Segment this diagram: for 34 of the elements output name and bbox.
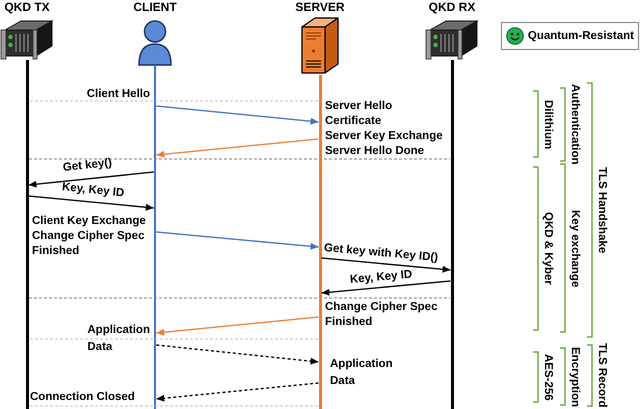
participant-name: QKD RX [428, 0, 476, 15]
edge-label: Client Hello [86, 87, 150, 102]
bracket-label: Dilithium [541, 100, 554, 149]
edge-label: Application Data [87, 323, 150, 355]
arrow [156, 138, 319, 158]
edge-label: Key, Key ID [349, 268, 413, 288]
dashed-arrow [156, 344, 319, 365]
arrow [156, 316, 319, 336]
edge-label: Get key() [62, 156, 113, 176]
bracket-label: Key exchange [568, 210, 581, 287]
arrow [321, 257, 451, 273]
participant-name: SERVER [295, 0, 345, 15]
edge-label: Server Hello Certificate Server Key Exchange Server Hello Done [325, 99, 443, 159]
bracket-label: TLS Record [595, 343, 608, 408]
arrow [321, 280, 451, 296]
edge-label: Client Key Exchange Change Cipher Spec Finished [32, 214, 146, 259]
arrow [28, 195, 154, 211]
arrow [156, 105, 319, 125]
legend-label: Quantum-Resistant [528, 29, 634, 44]
edge-label: Application Data [330, 357, 393, 389]
dashed-arrow [156, 382, 319, 402]
arrow [156, 231, 319, 250]
bracket-label: QKD & Kyber [541, 212, 554, 285]
note-text: Connection Closed [30, 390, 135, 404]
edge-label: Get key with Key ID() [323, 241, 439, 266]
edge-label: Change Cipher Spec Finished [325, 300, 438, 330]
participant-name: QKD TX [4, 0, 50, 15]
arrow [28, 171, 154, 188]
participant-name: CLIENT [133, 0, 177, 15]
bracket-label: TLS Handshake [595, 167, 608, 254]
bracket-label: Encryption [568, 346, 581, 407]
bracket-label: AES-256 [541, 354, 554, 400]
edge-label: Key, Key ID [61, 180, 125, 202]
bracket-label: Authentication [568, 84, 581, 164]
